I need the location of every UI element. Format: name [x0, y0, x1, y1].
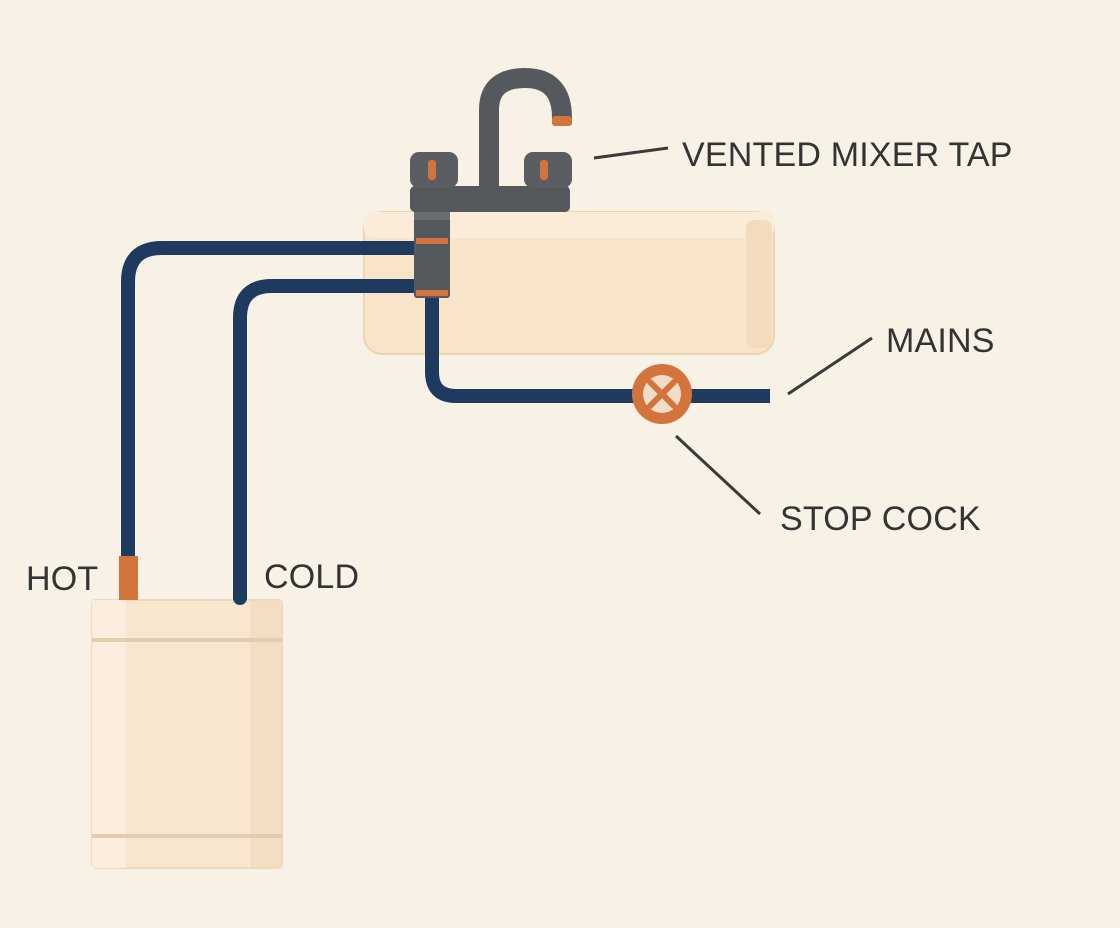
- pipes: [121, 241, 770, 605]
- stop-cock-valve-icon: [632, 364, 692, 424]
- label-stop-cock: STOP COCK: [780, 500, 981, 538]
- label-mains: MAINS: [886, 322, 995, 360]
- mains-pipe: [425, 296, 770, 403]
- label-vented-mixer-tap: VENTED MIXER TAP: [682, 136, 1013, 174]
- tap-leader: [593, 146, 669, 160]
- stop-cock-leader: [674, 434, 762, 516]
- basin: [363, 211, 775, 355]
- mains-leader: [787, 336, 873, 396]
- label-cold: COLD: [264, 558, 359, 596]
- cold-pipe-end: [233, 590, 247, 600]
- hot-copper-fitting: [119, 556, 138, 600]
- label-hot: HOT: [26, 560, 98, 598]
- mixer-tap-icon: [410, 67, 572, 298]
- hot-pipe: [121, 241, 427, 567]
- leader-lines: [593, 146, 873, 516]
- water-cylinder: [91, 599, 283, 869]
- cold-pipe: [233, 279, 427, 605]
